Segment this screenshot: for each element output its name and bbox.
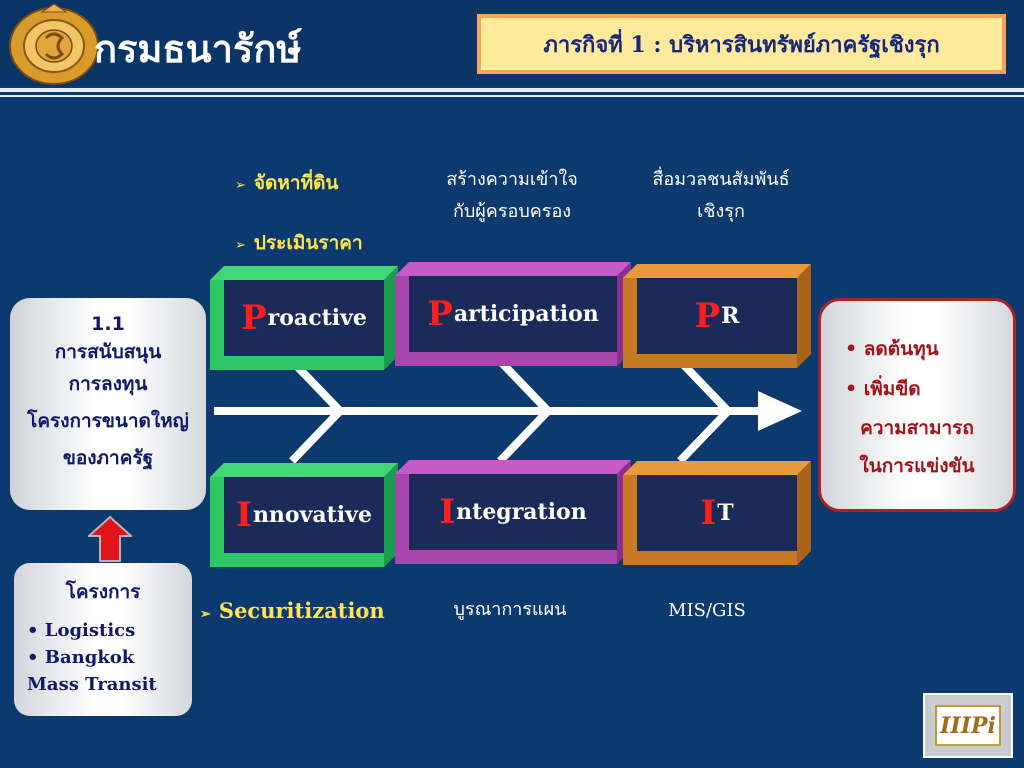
support-box-line: ของภาครัฐ <box>62 447 154 469</box>
box-participation-label: articipation <box>453 301 599 327</box>
arrowhead-icon: ➢ <box>235 178 246 193</box>
box-innovative-cap: I <box>236 495 252 535</box>
fishbone-arrow <box>214 358 802 464</box>
box-proactive-cap: P <box>241 298 267 338</box>
box-participation-cap: P <box>427 294 453 334</box>
benefit-item-text: เพิ่มขีด <box>863 378 921 400</box>
top-bullet-appraisal: ➢ ประเมินราคา <box>235 228 363 258</box>
securitization-text: Securitization <box>218 598 385 623</box>
support-box-line: โครงการขนาดใหญ่ <box>27 410 189 432</box>
top-bullet-appraisal-text: ประเมินราคา <box>253 232 363 254</box>
project-box-title: โครงการ <box>65 581 141 603</box>
benefit-continuation: ในการแข่งขัน <box>859 455 975 477</box>
top-bullet-land-text: จัดหาที่ดิน <box>253 172 339 194</box>
project-item: • Bangkok Mass Transit <box>27 647 157 695</box>
arrowhead-icon: ➢ <box>200 607 211 622</box>
arrowhead-icon: ➢ <box>235 238 246 253</box>
it-note: MIS/GIS <box>668 600 746 621</box>
organization-name: กรมธนารักษ์ <box>94 27 302 71</box>
box-it-cap: I <box>700 493 717 533</box>
box-innovative-label: nnovative <box>252 502 372 528</box>
benefit-item-text: ลดต้นทุน <box>863 338 939 360</box>
project-item: • Logistics <box>27 620 136 641</box>
benefit-item: • เพิ่มขีด <box>845 378 921 400</box>
department-seal-icon <box>9 3 99 85</box>
header-divider-thin <box>0 95 1024 97</box>
box-pr-label: R <box>721 303 740 329</box>
support-box-line: 1.1 <box>91 313 125 335</box>
pr-note-line: สื่อมวลชนสัมพันธ์ <box>652 169 790 190</box>
benefit-continuation: ความสามารถ <box>860 417 974 439</box>
header-divider <box>0 88 1024 92</box>
mission-title: ภารกิจที่ 1 : บริหารสินทรัพย์ภาครัฐเชิงร… <box>477 14 1006 74</box>
support-box-line: การสนับสนุน <box>54 341 162 363</box>
institute-logo: IIIPi <box>923 693 1013 758</box>
project-box: โครงการ • Logistics • Bangkok Mass Trans… <box>14 563 192 716</box>
support-box-line: การลงทุน <box>68 373 148 395</box>
participation-note-line: กับผู้ครอบครอง <box>452 201 572 222</box>
participation-note-line: สร้างความเข้าใจ <box>446 169 578 190</box>
participation-note: สร้างความเข้าใจ กับผู้ครอบครอง <box>425 164 599 228</box>
top-bullet-land: ➢ จัดหาที่ดิน <box>235 168 338 198</box>
box-integration-label: ntegration <box>456 499 587 525</box>
securitization-note: ➢ Securitization <box>200 598 385 623</box>
benefits-box: • ลดต้นทุน • เพิ่มขีด ความสามารถ ในการแข… <box>818 298 1016 512</box>
pr-note: สื่อมวลชนสัมพันธ์ เชิงรุก <box>628 164 814 228</box>
up-arrow-icon <box>88 516 132 562</box>
institute-logo-text: IIIPi <box>935 705 1001 746</box>
benefit-item: • ลดต้นทุน <box>845 338 939 360</box>
integration-note: บูรณาการแผน <box>453 599 567 620</box>
box-pr-cap: P <box>694 296 721 336</box>
box-proactive-label: roactive <box>267 305 367 331</box>
box-integration-cap: I <box>439 492 456 532</box>
box-it-label: T <box>717 500 734 526</box>
project-item-text: Bangkok Mass Transit <box>27 647 157 695</box>
support-investment-box: 1.1 การสนับสนุน การลงทุน โครงการขนาดใหญ่… <box>10 298 206 510</box>
pr-note-line: เชิงรุก <box>697 201 745 222</box>
project-item-text: Logistics <box>44 620 136 641</box>
